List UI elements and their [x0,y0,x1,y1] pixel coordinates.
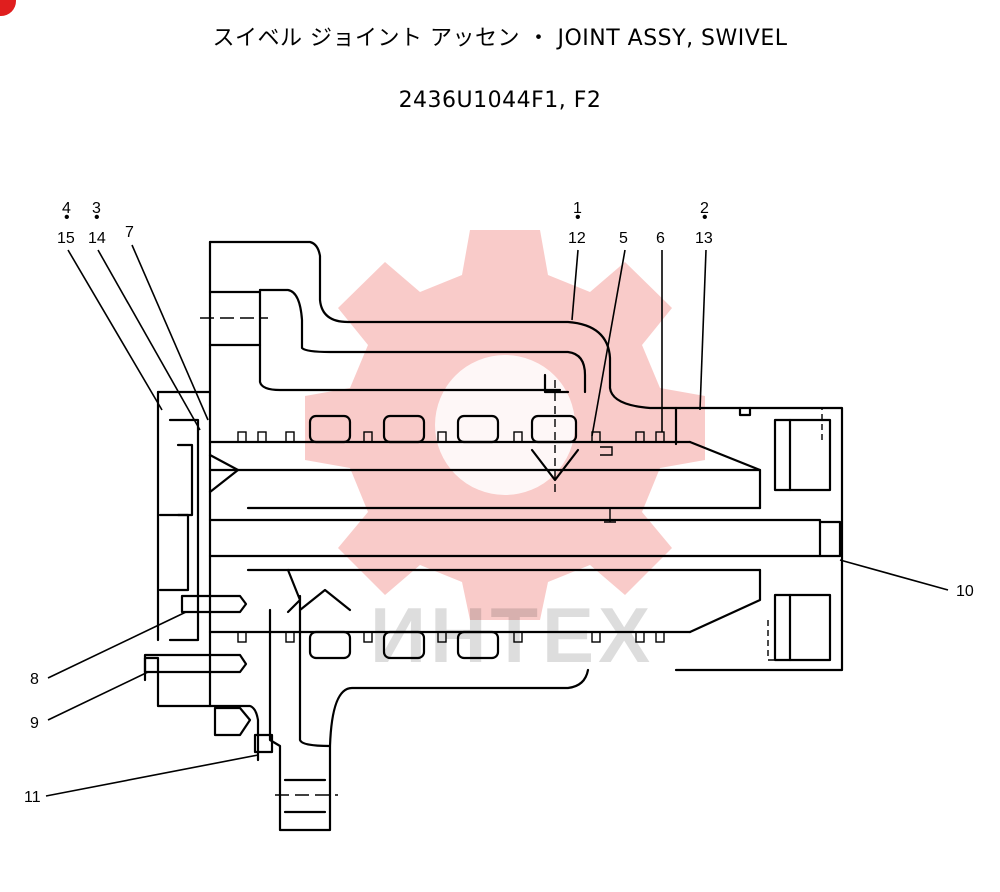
part-number: 2436U1044F1, F2 [398,88,602,113]
callout-4: 4 [62,200,71,217]
seal-grooves-bottom [237,630,665,660]
callout-1: 1 [573,200,582,217]
watermark-text: ИНТЕХ [370,591,654,679]
callout-8: 8 [30,671,39,688]
svg-text:•: • [64,209,70,226]
callout-3: 3 [92,200,101,217]
diagram-title: スイベル ジョイント アッセン ・ JOINT ASSY, SWIVEL [212,26,788,51]
svg-text:•: • [702,209,708,226]
callout-2: 2 [700,200,709,217]
callout-10: 10 [956,583,974,600]
leader-lines [45,244,949,797]
svg-text:•: • [575,209,581,226]
callout-15: 15 [57,230,75,247]
callout-9: 9 [30,715,39,732]
housing-outline [143,240,844,832]
callouts: 4 • 15 3 • 14 7 1 • 12 5 6 2 • 13 10 8 9… [24,200,974,806]
callout-13: 13 [695,230,713,247]
watermark-gear-logo [305,230,705,620]
callout-5: 5 [619,230,628,247]
callout-6: 6 [656,230,665,247]
callout-12: 12 [568,230,586,247]
callout-7: 7 [125,224,134,241]
callout-11: 11 [24,789,41,806]
callout-14: 14 [88,230,106,247]
svg-text:•: • [94,209,100,226]
seal-grooves-top [237,414,665,444]
